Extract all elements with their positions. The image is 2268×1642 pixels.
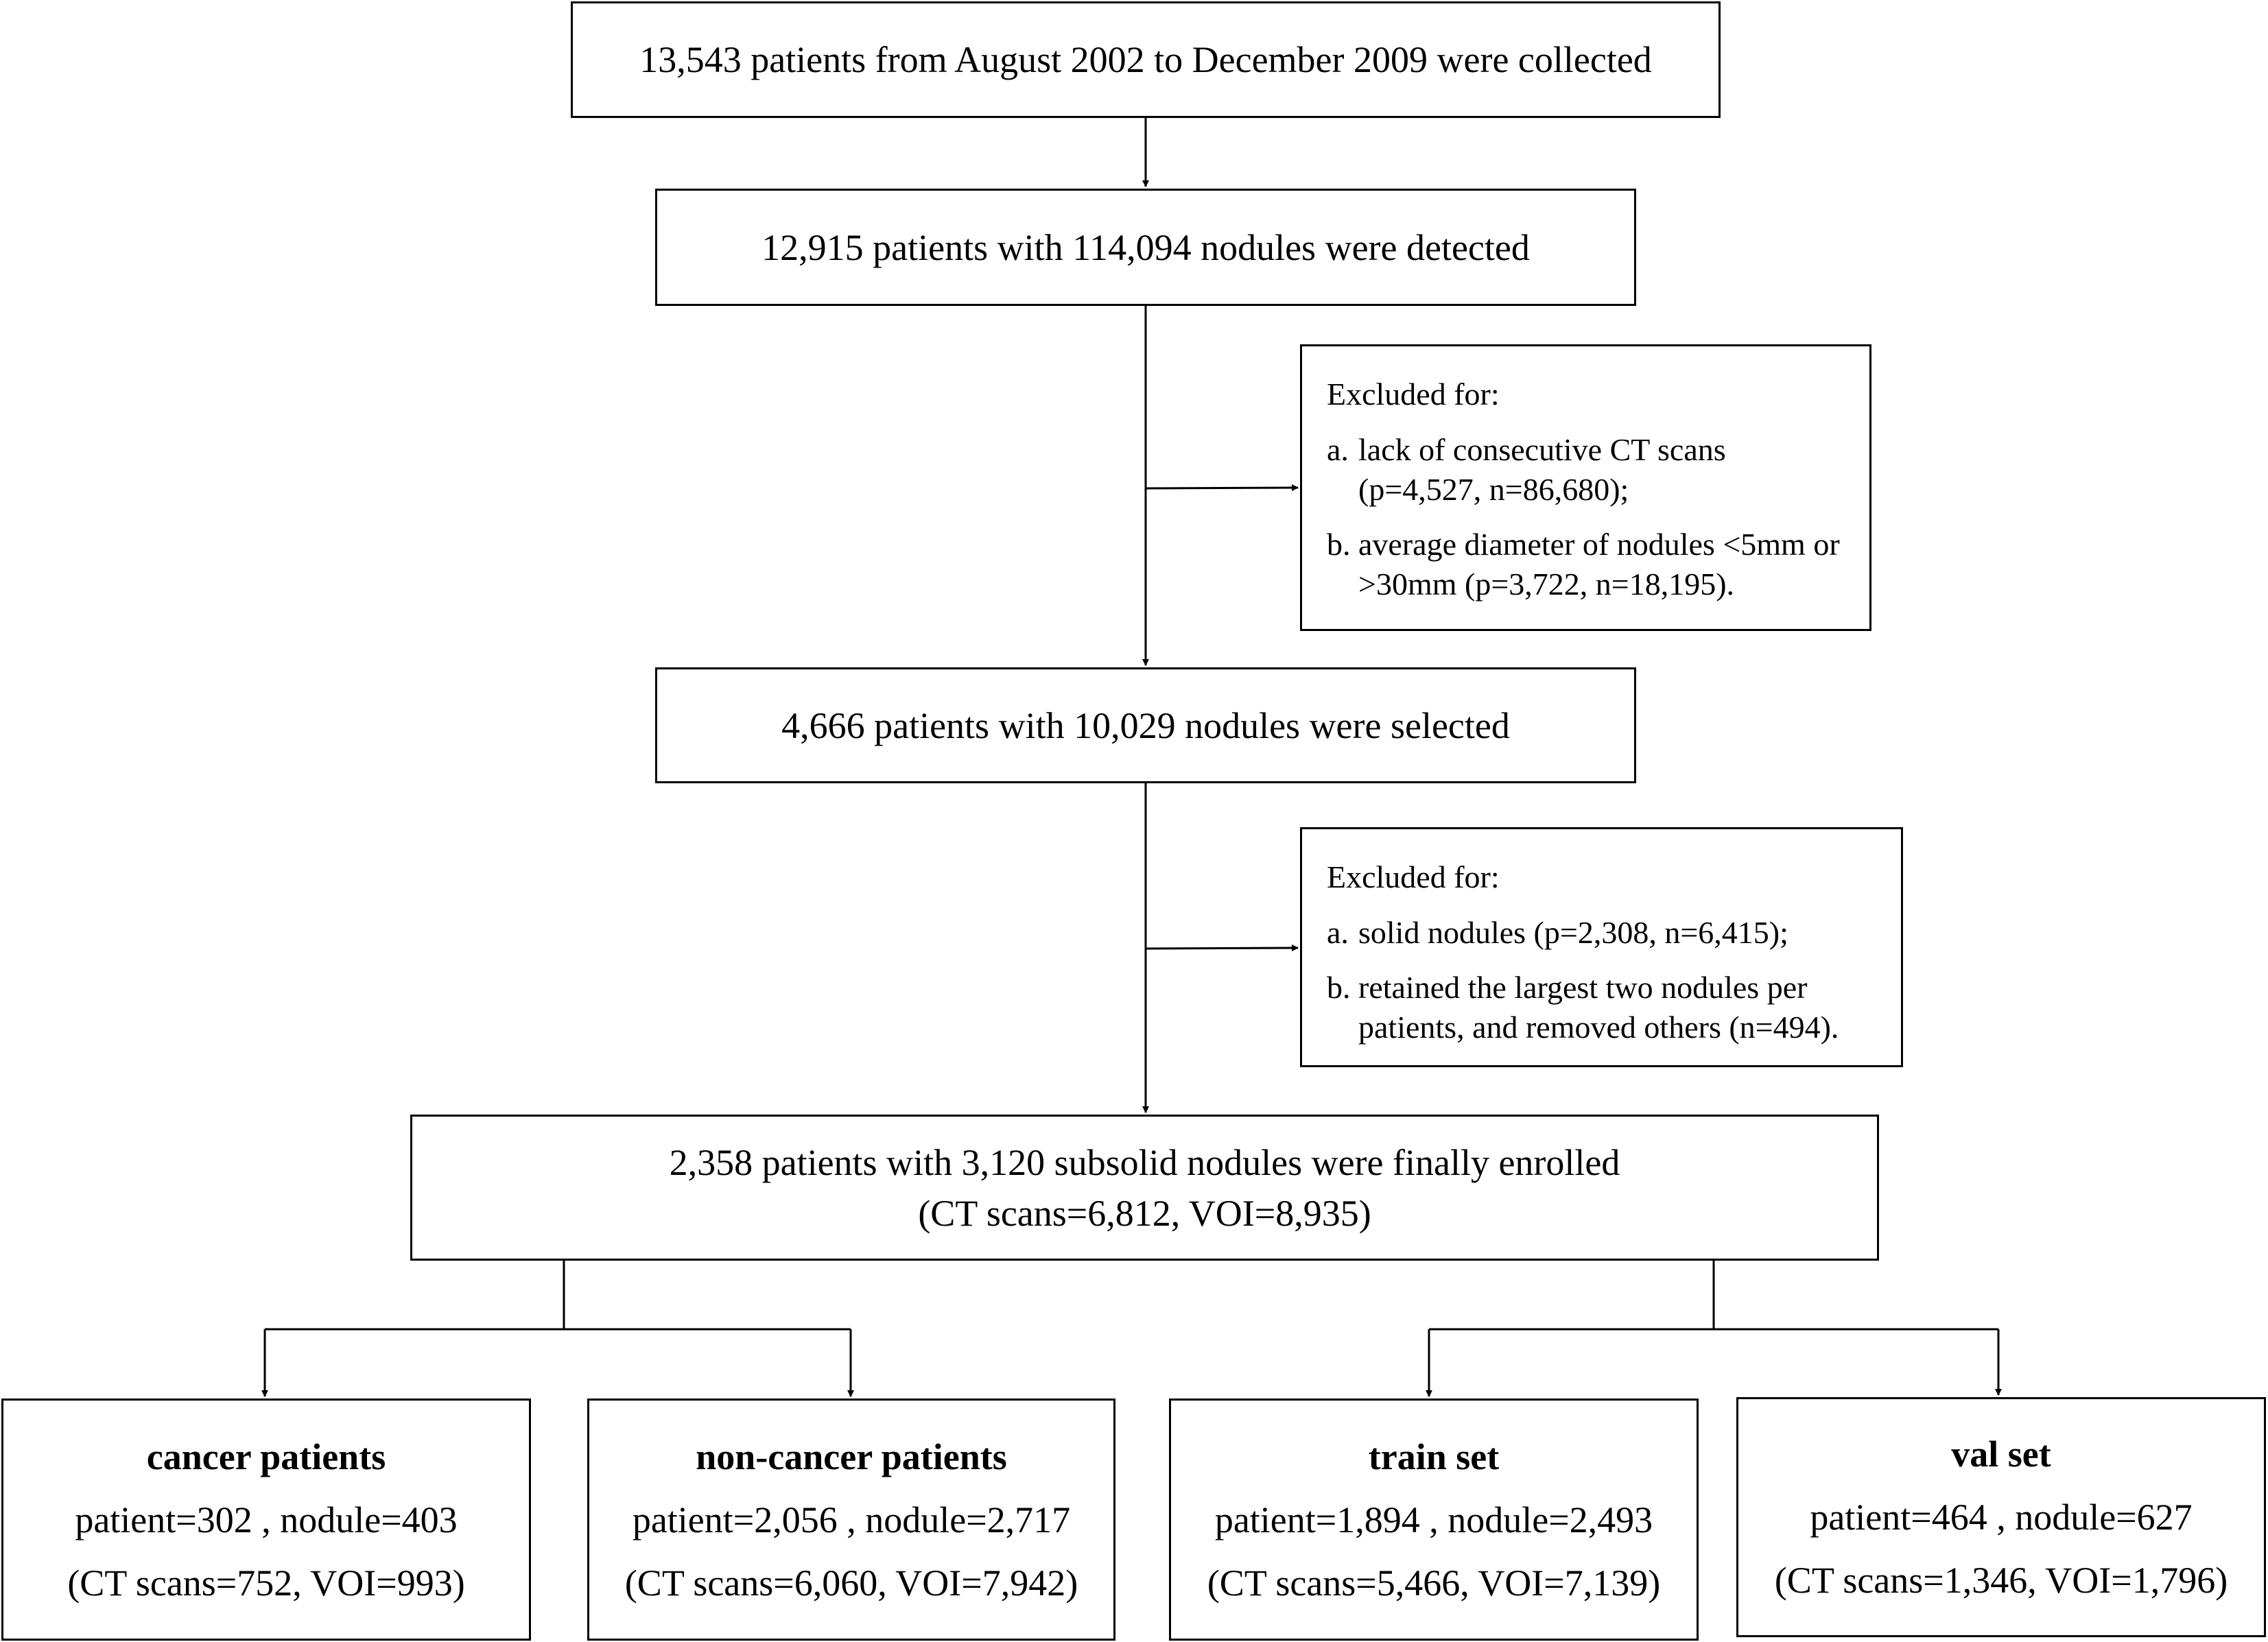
noncancer-line2: (CT scans=6,060, VOI=7,942): [624, 1562, 1078, 1604]
cancer-title: cancer patients: [146, 1436, 386, 1477]
box-excluded-2: Excluded for: a. solid nodules (p=2,308,…: [1300, 827, 1903, 1067]
cancer-line2: (CT scans=752, VOI=993): [67, 1562, 465, 1604]
enrolled-line1: 2,358 patients with 3,120 subsolid nodul…: [669, 1141, 1620, 1183]
noncancer-line1: patient=2,056 , nodule=2,717: [632, 1499, 1071, 1540]
box-train: train set patient=1,894 , nodule=2,493 (…: [1169, 1399, 1699, 1641]
box-enrolled: 2,358 patients with 3,120 subsolid nodul…: [410, 1115, 1879, 1261]
excluded2-item-b: b. retained the largest two nodules per …: [1327, 970, 1839, 1045]
arrow-to-excluded2: [1145, 944, 1299, 952]
box-detected: 12,915 patients with 114,094 nodules wer…: [655, 189, 1636, 306]
box-cancer: cancer patients patient=302 , nodule=403…: [1, 1399, 531, 1641]
box-excluded-1: Excluded for: a. lack of consecutive CT …: [1300, 344, 1871, 631]
excluded2-item-a: a. solid nodules (p=2,308, n=6,415);: [1327, 915, 1788, 950]
box-noncancer: non-cancer patients patient=2,056 , nodu…: [587, 1399, 1115, 1641]
noncancer-title: non-cancer patients: [696, 1436, 1007, 1477]
train-title: train set: [1368, 1436, 1500, 1477]
val-title: val set: [1951, 1433, 2051, 1475]
train-line1: patient=1,894 , nodule=2,493: [1214, 1499, 1653, 1540]
val-line2: (CT scans=1,346, VOI=1,796): [1774, 1560, 2228, 1601]
train-line2: (CT scans=5,466, VOI=7,139): [1207, 1562, 1661, 1604]
cancer-line1: patient=302 , nodule=403: [75, 1499, 458, 1540]
detected-text: 12,915 patients with 114,094 nodules wer…: [761, 226, 1530, 268]
excluded1-item-b: b. average diameter of nodules <5mm or >…: [1327, 527, 1840, 602]
enrolled-line2: (CT scans=6,812, VOI=8,935): [918, 1192, 1371, 1234]
excluded1-header: Excluded for:: [1327, 377, 1500, 412]
excluded1-item-a: a. lack of consecutive CT scans (p=4,527…: [1327, 432, 1726, 507]
box-val: val set patient=464 , nodule=627 (CT sca…: [1736, 1397, 2266, 1637]
box-selected: 4,666 patients with 10,029 nodules were …: [655, 667, 1636, 783]
val-line1: patient=464 , nodule=627: [1810, 1497, 2193, 1538]
excluded2-header: Excluded for:: [1327, 859, 1500, 894]
collected-text: 13,543 patients from August 2002 to Dece…: [639, 39, 1652, 80]
box-collected: 13,543 patients from August 2002 to Dece…: [571, 1, 1721, 118]
selected-text: 4,666 patients with 10,029 nodules were …: [781, 704, 1510, 746]
